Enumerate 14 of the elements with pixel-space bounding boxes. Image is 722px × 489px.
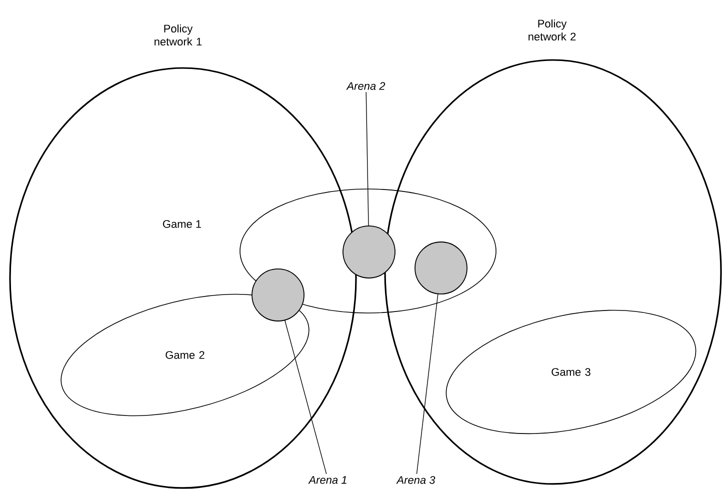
leader-line (416, 294, 438, 474)
game-label: Game 3 (552, 368, 590, 376)
game-label: Game 1 (163, 220, 202, 228)
arena-circle (252, 268, 304, 322)
game-label: Game 2 (166, 351, 204, 359)
network-label: Policy network 1 (154, 24, 202, 46)
arena-label: Arena 3 (396, 476, 436, 484)
leader-line (366, 92, 369, 226)
arena-circle (414, 242, 468, 294)
arena-label: Arena 2 (346, 82, 386, 90)
arena-circle (342, 226, 396, 278)
network-label: Policy network 2 (528, 19, 576, 41)
leader-line (284, 320, 327, 474)
arena-label: Arena 1 (308, 476, 346, 484)
